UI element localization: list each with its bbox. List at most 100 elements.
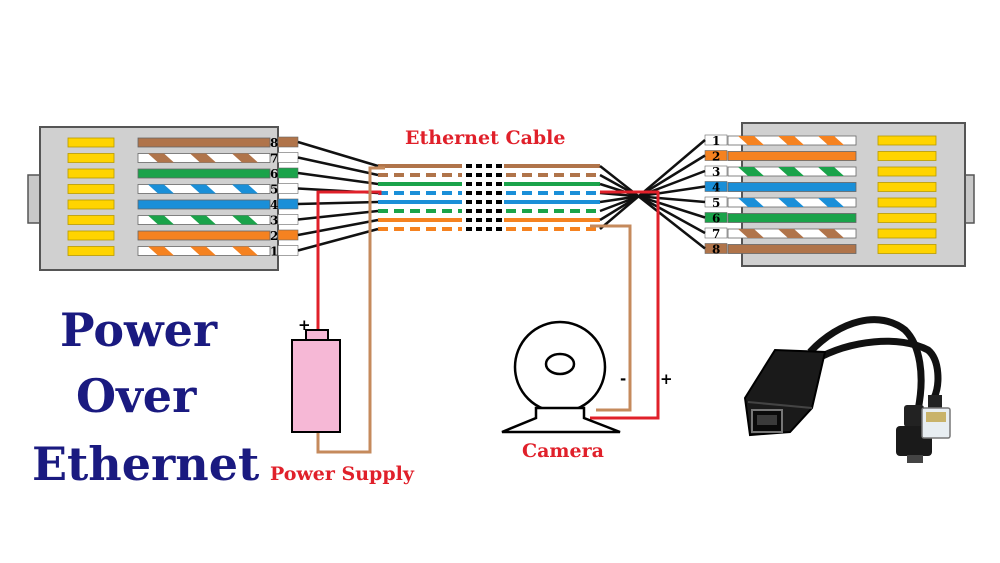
rj45-connector-right-icon (727, 122, 975, 267)
right-wire-stripe (738, 167, 764, 176)
right-fan-line-2 (599, 154, 706, 222)
cable-break-dash (466, 191, 472, 195)
battery-plus-sign: + (298, 316, 311, 334)
left-wire-stripe (148, 215, 174, 225)
right-wire-stripe (778, 229, 804, 238)
left-contact-2 (67, 230, 115, 241)
right-contact-8 (877, 244, 937, 254)
left-wire-4 (137, 199, 271, 210)
ethernet-cable-label: Ethernet Cable (405, 127, 566, 149)
left-pin-box-4 (277, 198, 299, 210)
battery-icon: + (291, 316, 341, 433)
cable-break-dash (476, 227, 482, 231)
left-fan-line-4 (297, 200, 379, 206)
left-contact-7 (67, 153, 115, 163)
left-wire-8 (137, 137, 271, 148)
left-wire-stripe (148, 246, 174, 256)
cable-break-dash (476, 209, 482, 213)
cable-break-dash (496, 164, 502, 168)
left-pin-label-2: 2 (270, 229, 278, 243)
left-pin-label-8: 8 (270, 136, 278, 150)
right-fan-line-1 (599, 139, 706, 230)
cable-break-dash (466, 227, 472, 231)
left-pin-label-1: 1 (270, 245, 278, 259)
left-contact-5 (67, 184, 115, 194)
left-wire-stripe (190, 184, 216, 194)
left-wire-stripe (232, 246, 258, 256)
right-wire-stripe (738, 229, 764, 238)
title-line-1: Power (60, 303, 218, 357)
title-line-2: Over (76, 369, 197, 423)
cable-break-dash (466, 218, 472, 222)
left-pin-box-3 (277, 214, 299, 225)
left-wire-2 (137, 230, 271, 241)
left-pin-box-5 (277, 183, 299, 194)
left-contact-6 (67, 168, 115, 179)
cable-break-dash (476, 164, 482, 168)
left-wire-stripe (232, 184, 258, 194)
right-wire-stripe (818, 198, 844, 207)
right-fan-line-4 (599, 185, 706, 204)
right-wire-stripes (727, 135, 857, 254)
cable-break-dash (486, 227, 492, 231)
right-fan-line-8 (599, 165, 706, 250)
cable-break-dash (486, 182, 492, 186)
right-pin-label-4: 4 (712, 181, 720, 195)
cable-break-dash (466, 182, 472, 186)
cable-break-dash (476, 182, 482, 186)
right-wire-2 (727, 151, 857, 161)
left-pin-box-2 (277, 229, 299, 241)
right-pin-label-1: 1 (712, 134, 720, 148)
left-fan-line-8 (297, 140, 379, 168)
right-contact-1 (877, 135, 937, 146)
left-wire-stripes (137, 137, 271, 256)
right-pin-label-6: 6 (712, 212, 720, 226)
right-wire-stripe (818, 229, 844, 238)
cable-break-dash (486, 164, 492, 168)
ethernet-cable (297, 139, 706, 252)
left-wire-stripe (190, 153, 216, 163)
left-wire-stripe (190, 215, 216, 225)
rj45-connector-left-icon (27, 126, 279, 271)
right-fan-line-7 (599, 173, 706, 235)
right-pin-label-7: 7 (712, 227, 720, 241)
left-contact-3 (67, 215, 115, 225)
camera-minus-sign: - (620, 370, 626, 388)
right-fan-line-5 (599, 191, 706, 204)
right-wire-stripe (778, 198, 804, 207)
left-contacts (67, 137, 115, 256)
right-wire-4 (727, 182, 857, 192)
poe-splitter-icon (743, 316, 951, 463)
cable-break-dash (476, 173, 482, 177)
left-fan-line-7 (297, 156, 379, 177)
cable-break-dash (486, 191, 492, 195)
power-supply-label: Power Supply (270, 463, 415, 485)
right-pin-label-2: 2 (712, 150, 720, 164)
left-wire-6 (137, 168, 271, 179)
right-wire-stripe (738, 198, 764, 207)
left-contact-4 (67, 199, 115, 210)
left-pin-box-1 (277, 245, 299, 256)
camera-plus-sign: + (660, 370, 673, 388)
left-wire-stripe (148, 153, 174, 163)
right-contact-6 (877, 213, 937, 223)
right-contact-7 (877, 228, 937, 239)
left-wire-stripe (148, 184, 174, 194)
cable-break-dash (466, 209, 472, 213)
right-contact-3 (877, 166, 937, 177)
cable-break-dash (496, 218, 502, 222)
left-contact-1 (67, 246, 115, 256)
left-wire-stripe (190, 246, 216, 256)
left-pin-label-5: 5 (270, 183, 278, 197)
cable-break-dash (496, 173, 502, 177)
cable-break-dash (496, 182, 502, 186)
left-wire-stripe (232, 153, 258, 163)
left-fan-line-6 (297, 171, 379, 186)
right-fan-line-6 (599, 182, 706, 219)
cable-break-dash (496, 200, 502, 204)
cable-break-dash (476, 191, 482, 195)
